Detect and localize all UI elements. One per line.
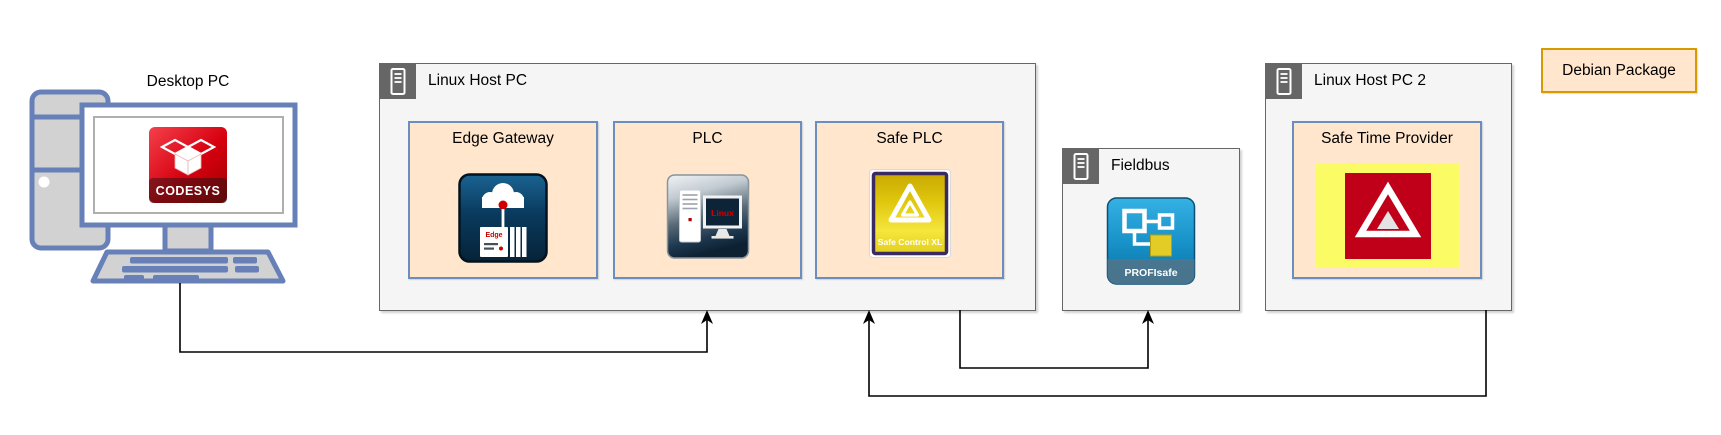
safe-plc-label: Safe PLC bbox=[876, 130, 943, 147]
linux-host-pc-2-container[interactable]: Linux Host PC 2 Safe Time Provider bbox=[1265, 63, 1512, 311]
server-icon bbox=[380, 64, 416, 99]
fieldbus-container[interactable]: Fieldbus bbox=[1062, 148, 1240, 311]
keyboard-icon bbox=[90, 222, 286, 284]
connector-linux-host-pc-to-fieldbus bbox=[959, 310, 1154, 369]
server-icon bbox=[1266, 64, 1302, 99]
edge-gateway-label: Edge Gateway bbox=[452, 130, 554, 147]
node-safe-plc[interactable]: Safe PLC Safe Control bbox=[815, 121, 1004, 279]
safe-plc-icon-text: Safe Control XL bbox=[877, 237, 941, 247]
safety-triangle-icon bbox=[1344, 173, 1431, 259]
node-safe-time-provider[interactable]: Safe Time Provider bbox=[1292, 121, 1482, 279]
safe-time-provider-label: Safe Time Provider bbox=[1321, 130, 1453, 147]
debian-package-label: Debian Package bbox=[1562, 61, 1676, 79]
server-icon bbox=[1063, 149, 1099, 184]
safe-plc-icon: Safe Control XL bbox=[868, 169, 951, 263]
codesys-icon: CODESYS bbox=[149, 127, 227, 203]
edge-gateway-icon: Edge bbox=[458, 173, 548, 268]
plc-icon: Linux bbox=[666, 174, 749, 264]
desktop-pc-label: Desktop PC bbox=[146, 73, 230, 90]
plc-screen-text: Linux bbox=[711, 208, 734, 218]
profisafe-icon-text: PROFIsafe bbox=[1124, 267, 1177, 279]
safe-time-icon bbox=[1316, 163, 1459, 268]
plc-label: PLC bbox=[692, 130, 723, 147]
debian-package-badge[interactable]: Debian Package bbox=[1541, 48, 1697, 93]
linux-host-pc-container[interactable]: Linux Host PC Edge Gateway bbox=[379, 63, 1036, 311]
fieldbus-title: Fieldbus bbox=[1111, 157, 1170, 174]
profisafe-icon: PROFIsafe bbox=[1106, 197, 1196, 290]
codesys-logo-text: CODESYS bbox=[156, 184, 221, 198]
desktop-pc-illustration: CODESYS bbox=[29, 89, 298, 284]
node-plc[interactable]: PLC bbox=[613, 121, 802, 279]
linux-host-pc-title: Linux Host PC bbox=[428, 72, 528, 89]
linux-host-pc-2-title: Linux Host PC 2 bbox=[1314, 72, 1426, 89]
connector-linux-host-pc-2-to-safe-plc bbox=[863, 310, 1487, 397]
node-edge-gateway[interactable]: Edge Gateway bbox=[408, 121, 598, 279]
desktop-pc[interactable]: CODESYS bbox=[25, 85, 300, 285]
edge-device-text: Edge bbox=[485, 232, 502, 239]
